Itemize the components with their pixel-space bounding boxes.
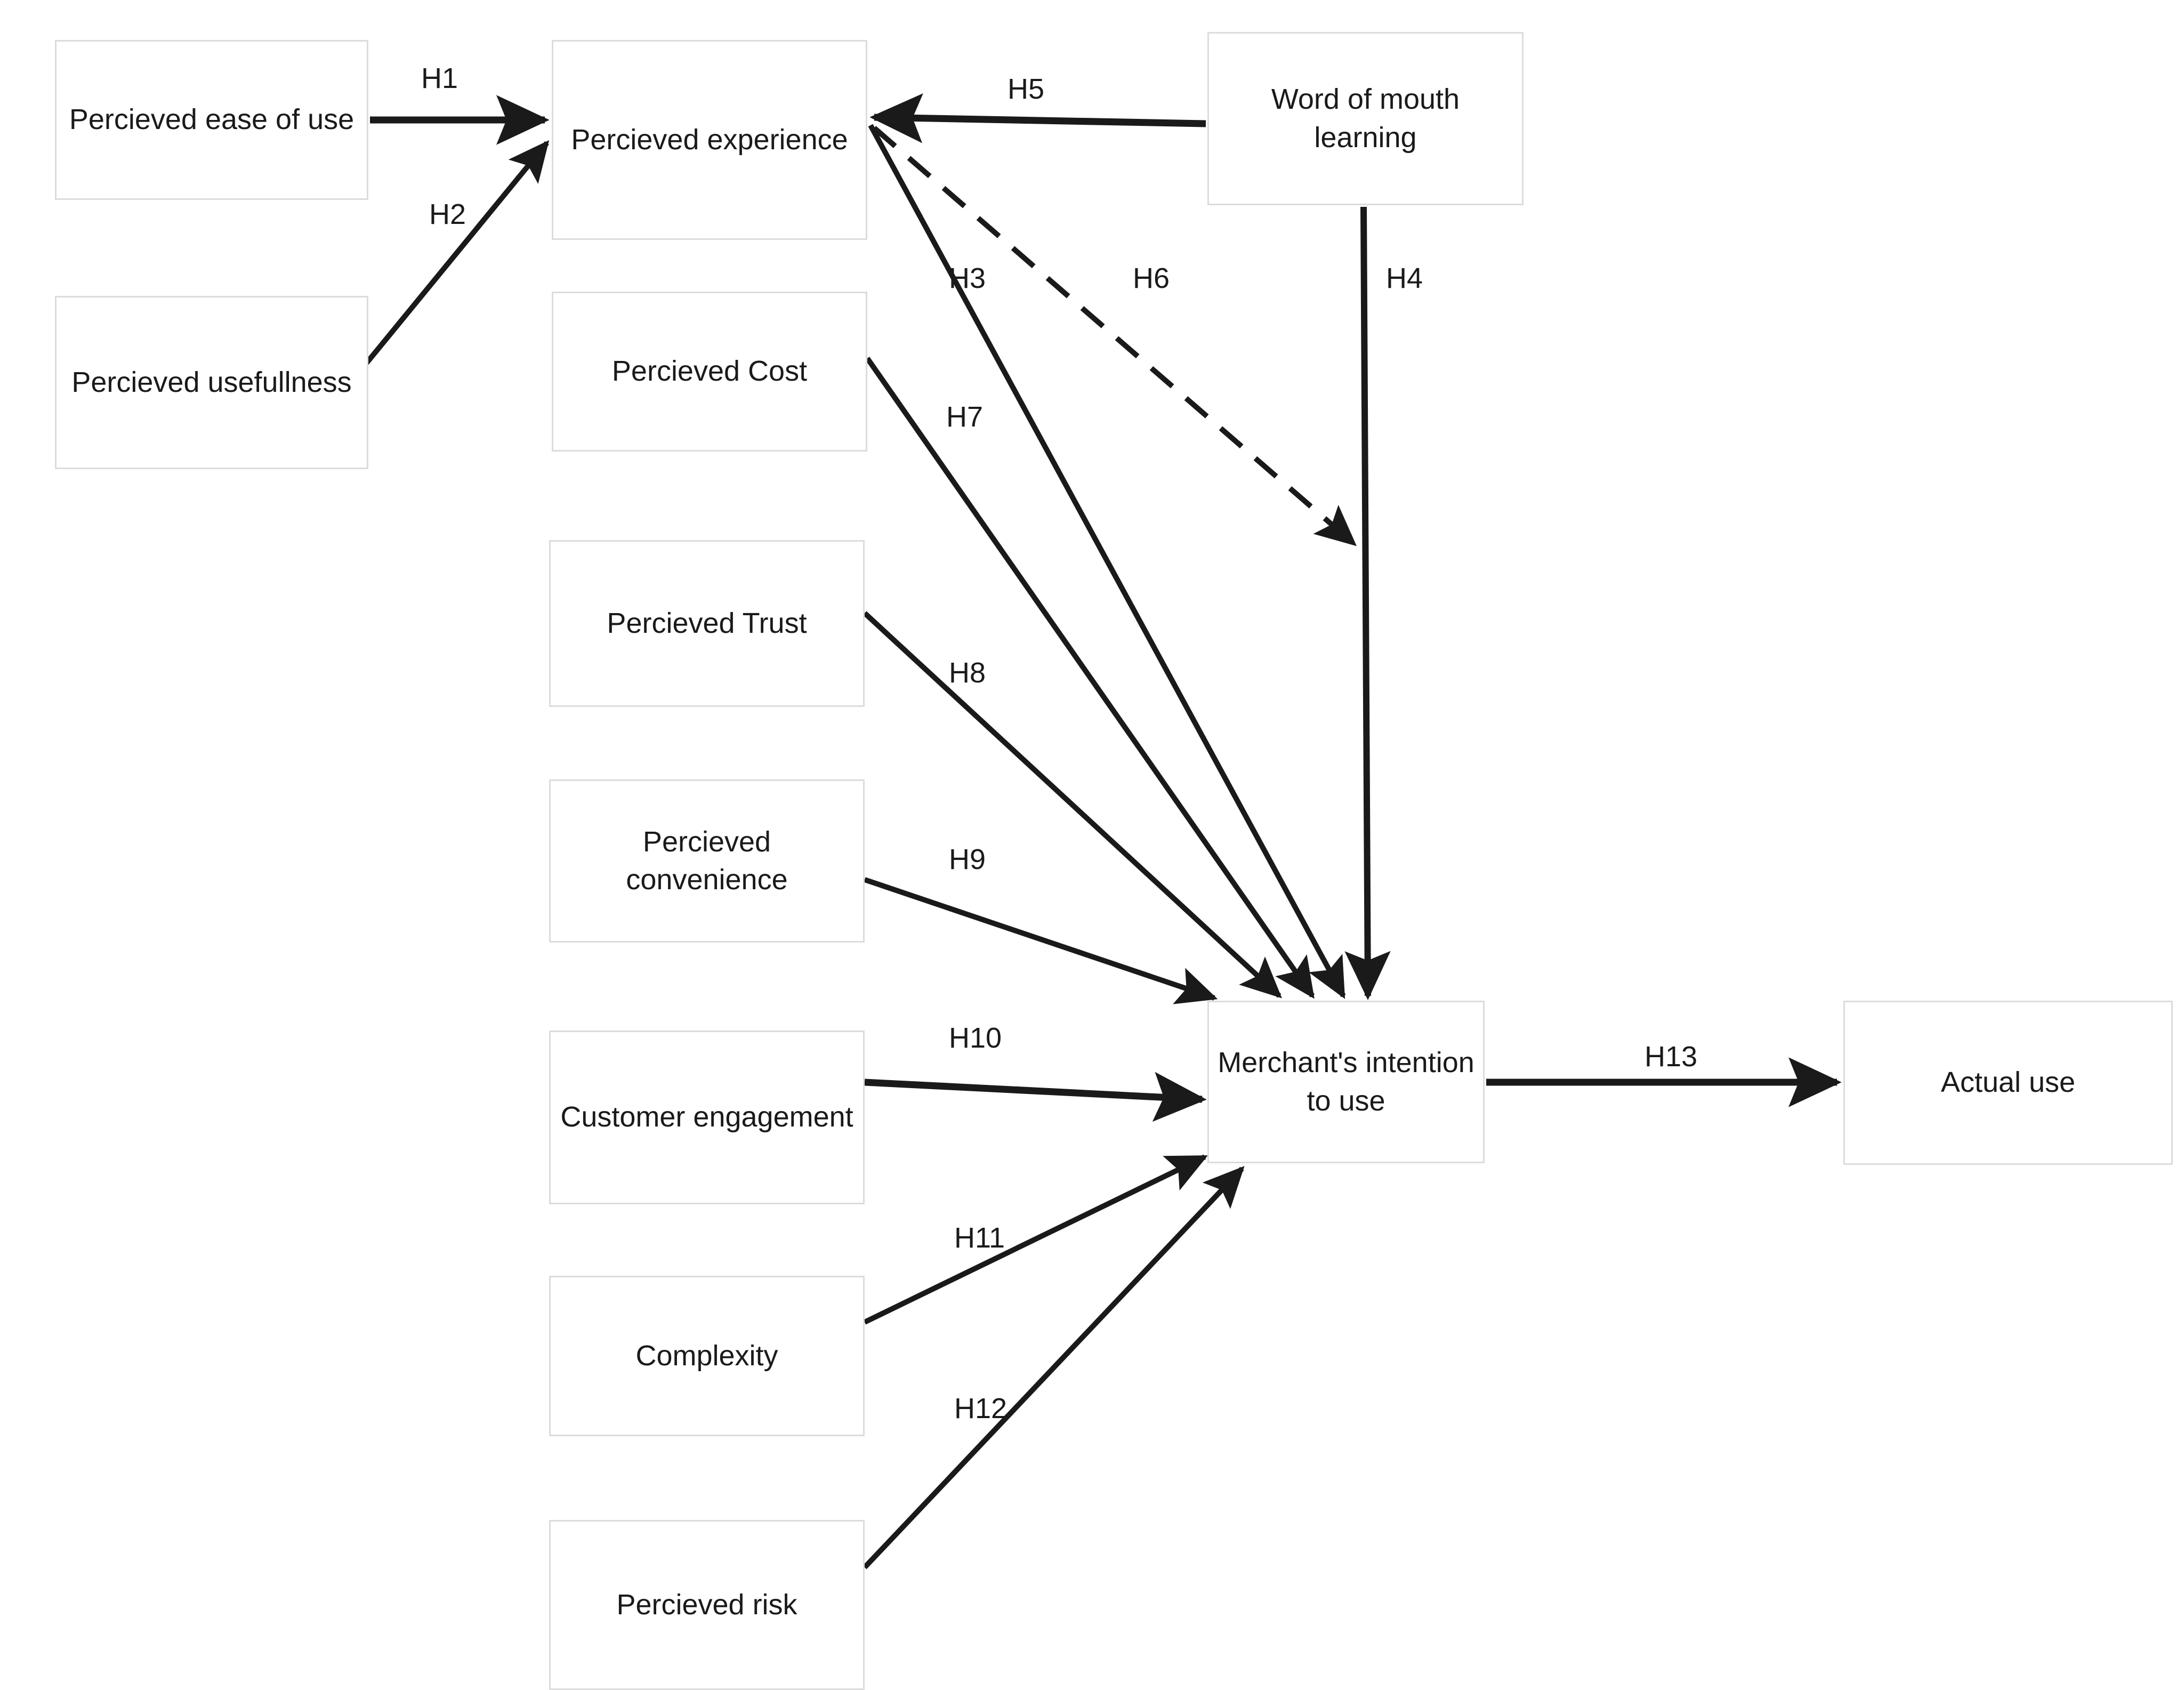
node-actual-use[interactable]: Actual use	[1843, 1001, 2173, 1165]
edge-h9	[864, 877, 1218, 1004]
edge-label-h13: H13	[1645, 1041, 1698, 1073]
edge-h5	[869, 93, 1206, 143]
node-label: Actual use	[1940, 1066, 2076, 1099]
edge-label-h12: H12	[954, 1393, 1008, 1425]
node-complexity[interactable]: Complexity	[549, 1276, 865, 1436]
edge-label-h7: H7	[946, 401, 984, 433]
edge-label-h6: H6	[1133, 262, 1170, 294]
node-label: Percieved ease of use	[69, 103, 354, 136]
node-percieved-cost[interactable]: Percieved Cost	[552, 292, 867, 452]
edge-h4	[1344, 206, 1391, 1000]
edge-label-h2: H2	[429, 198, 466, 230]
edge-label-h9: H9	[949, 843, 986, 875]
node-percieved-ease-of-use[interactable]: Percieved ease of use	[55, 40, 368, 200]
node-label: Percieved convenience	[626, 825, 788, 896]
edge-h7	[865, 357, 1315, 999]
node-label: Complexity	[635, 1339, 778, 1372]
edge-h3	[868, 124, 1346, 999]
node-label: Percieved Trust	[607, 607, 807, 639]
edge-label-h11: H11	[954, 1222, 1005, 1254]
edge-h10	[864, 1072, 1207, 1122]
node-percieved-convenience[interactable]: Percieved convenience	[549, 779, 865, 943]
node-label: Percieved Cost	[611, 355, 808, 388]
node-label: Customer engagement	[560, 1101, 853, 1133]
edge-label-h4: H4	[1386, 262, 1423, 294]
edge-h6	[872, 126, 1357, 546]
edge-label-h3: H3	[949, 262, 986, 294]
node-label: Word of mouth learning	[1271, 83, 1460, 154]
edge-h8	[863, 611, 1282, 999]
node-percieved-experience[interactable]: Percieved experience	[552, 40, 867, 240]
node-label: Percieved risk	[616, 1588, 797, 1621]
node-percieved-trust[interactable]: Percieved Trust	[549, 540, 865, 707]
node-percieved-risk[interactable]: Percieved risk	[549, 1520, 865, 1690]
node-word-of-mouth-learning[interactable]: Word of mouth learning	[1207, 32, 1524, 205]
node-label: Merchant's intention to use	[1218, 1047, 1474, 1117]
node-label: Percieved experience	[571, 123, 848, 156]
edge-h11	[863, 1154, 1208, 1325]
node-label: Percieved usefullness	[71, 366, 352, 398]
edge-h2	[356, 140, 550, 375]
edge-label-h8: H8	[949, 657, 986, 689]
edge-h12	[863, 1166, 1245, 1570]
edge-label-h1: H1	[421, 62, 458, 94]
edge-label-h5: H5	[1008, 73, 1045, 105]
node-merchants-intention-to-use[interactable]: Merchant's intention to use	[1207, 1001, 1485, 1163]
edge-label-h10: H10	[949, 1022, 1002, 1054]
node-customer-engagement[interactable]: Customer engagement	[549, 1031, 865, 1204]
node-percieved-usefullness[interactable]: Percieved usefullness	[55, 296, 368, 469]
